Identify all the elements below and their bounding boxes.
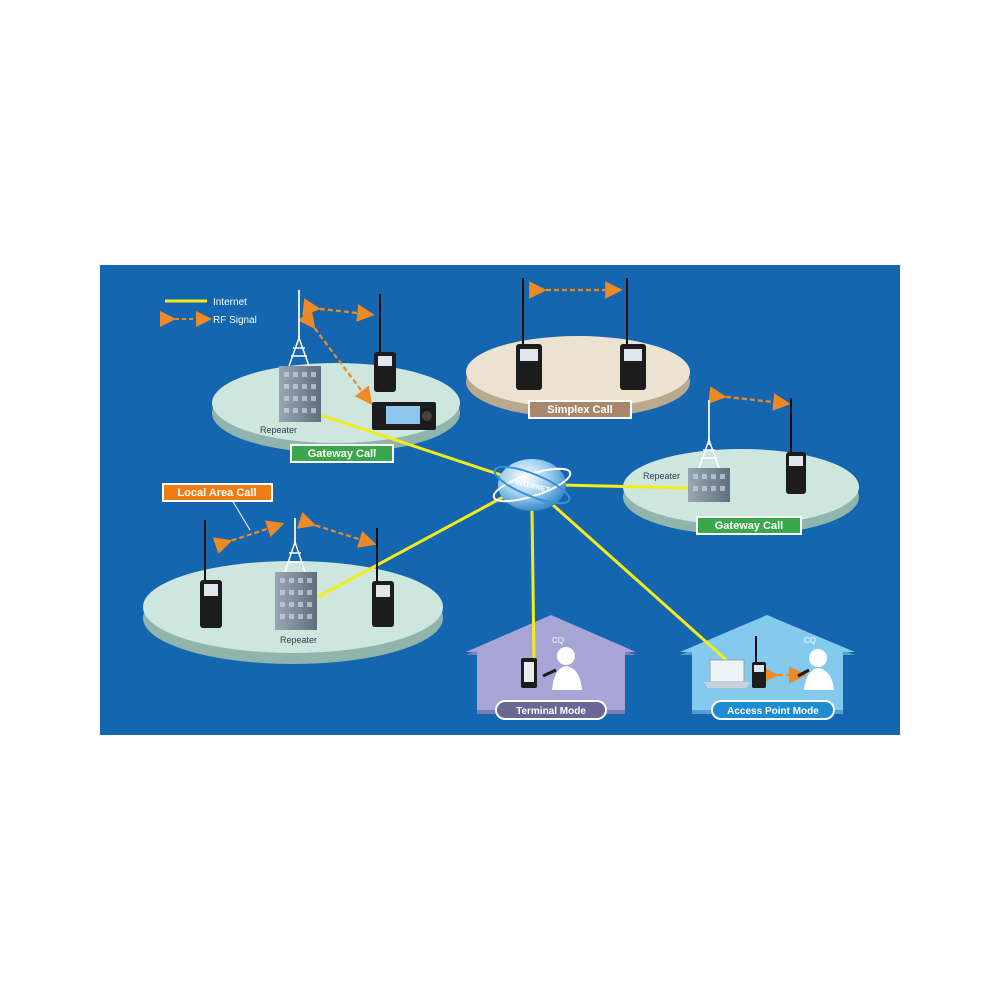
repeater-tower-right: [688, 400, 730, 502]
internet-link-local-area: [317, 494, 506, 599]
handheld-radio-gateway-right: [786, 398, 806, 494]
repeater-label-bottom-left: Repeater: [280, 635, 317, 645]
terminal-mode-badge: Terminal Mode: [495, 700, 607, 720]
cq-access-point-label: CQ: [804, 636, 816, 645]
legend-internet-label: Internet: [213, 297, 247, 308]
internet-globe: INTERNET: [492, 459, 572, 511]
internet-link-terminal: [530, 509, 536, 661]
rf-signal-local-right: [296, 511, 377, 548]
simplex-call-badge: Simplex Call: [528, 400, 632, 419]
repeater-tower-top-left: [279, 290, 321, 422]
gateway-call-label-left: Gateway Call: [308, 448, 376, 460]
repeater-label-right: Repeater: [643, 471, 680, 481]
terminal-mode-label: Terminal Mode: [516, 706, 586, 717]
internet-link-gateway-right: [559, 483, 691, 490]
handheld-radio-simplex-left: [516, 278, 542, 390]
handheld-radio-local-left: [200, 520, 222, 628]
handheld-radio-gateway-left: [374, 294, 396, 392]
gateway-call-badge-right: Gateway Call: [696, 516, 802, 535]
access-point-mode-label: Access Point Mode: [727, 706, 819, 717]
base-transceiver: [372, 402, 436, 430]
handheld-radio-simplex-right: [620, 278, 646, 390]
rf-signals: [212, 281, 807, 684]
operator-person-access-point: [797, 649, 834, 690]
operator-person-terminal: [542, 647, 582, 690]
smartphone-icon: [521, 658, 537, 688]
internet-link-access-point: [552, 503, 733, 667]
handheld-radio-access-point: [752, 636, 766, 688]
rf-signal-local-left: [212, 520, 285, 555]
legend: Internet RF Signal: [160, 297, 257, 327]
gateway-call-label-right: Gateway Call: [715, 520, 783, 532]
local-area-call-label: Local Area Call: [177, 487, 256, 499]
terminal-mode-house: [466, 615, 636, 714]
gateway-call-badge-left: Gateway Call: [290, 444, 394, 463]
repeater-tower-bottom-left: [275, 518, 317, 630]
handheld-radio-local-right: [372, 528, 394, 627]
access-point-mode-badge: Access Point Mode: [711, 700, 835, 720]
local-area-call-badge: Local Area Call: [162, 483, 273, 502]
internet-link-gateway-left: [319, 413, 511, 480]
internet-links: [317, 413, 733, 667]
local-area-callout-leader: [231, 499, 251, 531]
cq-terminal-label: CQ: [552, 636, 564, 645]
legend-rf-signal-label: RF Signal: [213, 315, 257, 326]
rf-signal-gateway-right: [708, 386, 791, 411]
simplex-call-label: Simplex Call: [547, 404, 612, 416]
laptop-icon: [704, 659, 750, 688]
repeater-label-top-left: Repeater: [260, 425, 297, 435]
